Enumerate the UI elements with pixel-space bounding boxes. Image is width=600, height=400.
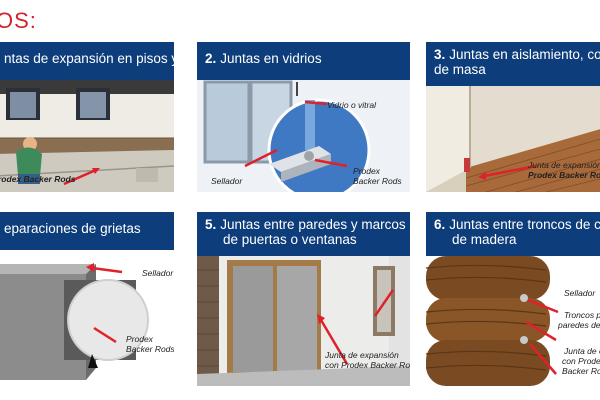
label-sealant: Sellador: [564, 288, 596, 298]
panel-title: eparaciones de grietas: [4, 221, 141, 236]
panel-crack-repair: eparaciones de grietas Sellador Prodex B…: [0, 212, 174, 386]
insulation-illustration: [426, 86, 600, 192]
panel-number: 5.: [205, 217, 217, 232]
panel-title-line2: de puertas o ventanas: [223, 232, 357, 247]
label-backer-rods: Backer Rods: [353, 176, 402, 186]
panel-title-line2: de madera: [452, 232, 517, 247]
page-heading: OS:: [0, 8, 37, 33]
label-cabin-walls: paredes de ca: [558, 320, 600, 330]
panel-title-line1: Juntas en aislamiento, como aisl: [449, 47, 600, 62]
label-backer-rods: rodex Backer Rods: [0, 174, 76, 184]
label-with-prodex: con Prodex: [562, 356, 600, 366]
panel-title: Juntas en vidrios: [220, 51, 322, 66]
label-backer-rods: con Prodex Backer Rods: [325, 360, 410, 370]
door-illustration: [197, 256, 410, 386]
panel-number: 6.: [434, 217, 446, 232]
panel-log-cabin-joints: 6.Juntas entre troncos de cabañas de mad…: [426, 212, 600, 386]
panel-header: 5.Juntas entre paredes y marcos de puert…: [197, 212, 410, 256]
label-prodex: Prodex: [126, 334, 153, 344]
label-expansion-joint: Junta de expansión: [325, 350, 399, 360]
label-logs: Troncos para: [564, 310, 600, 320]
panel-floor-joints: ntas de expansión en pisos y aceras rode…: [0, 42, 174, 192]
panel-number: 3.: [434, 47, 446, 62]
log-illustration: [426, 256, 600, 386]
floor-illustration: [0, 80, 174, 192]
label-expansion-joint: Junta de ex: [564, 346, 600, 356]
panel-header: ntas de expansión en pisos y aceras: [0, 42, 174, 80]
panel-number: 2.: [205, 51, 217, 66]
panel-header: 6.Juntas entre troncos de cabañas de mad…: [426, 212, 600, 256]
label-glass: Vidrio o vitral: [327, 100, 376, 110]
label-expansion-joint: Junta de expansión: [528, 160, 600, 170]
panel-title-line2: de masa: [434, 62, 486, 77]
label-backer-rods: Backer Rods: [562, 366, 600, 376]
panel-title-line1: Juntas entre troncos de cabañas: [449, 217, 600, 232]
label-prodex: Prodex: [353, 166, 380, 176]
panel-wall-frame-joints: 5.Juntas entre paredes y marcos de puert…: [197, 212, 410, 386]
panel-header: 3.Juntas en aislamiento, como aisl de ma…: [426, 42, 600, 86]
label-backer-rods: Prodex Backer Rods: [528, 170, 600, 180]
panel-title: ntas de expansión en pisos y aceras: [4, 51, 174, 66]
crack-illustration: [0, 250, 174, 386]
glass-illustration: [197, 80, 410, 192]
panel-insulation-joints: 3.Juntas en aislamiento, como aisl de ma…: [426, 42, 600, 192]
panel-title-line1: Juntas entre paredes y marcos: [220, 217, 406, 232]
panel-header: 2.Juntas en vidrios: [197, 42, 410, 80]
panel-header: eparaciones de grietas: [0, 212, 174, 250]
label-sealant: Sellador: [142, 268, 174, 278]
label-sealant: Sellador: [211, 176, 243, 186]
label-backer-rods: Backer Rods: [126, 344, 174, 354]
panel-glass-joints: 2.Juntas en vidrios Vidrio o vitral Sell…: [197, 42, 410, 192]
